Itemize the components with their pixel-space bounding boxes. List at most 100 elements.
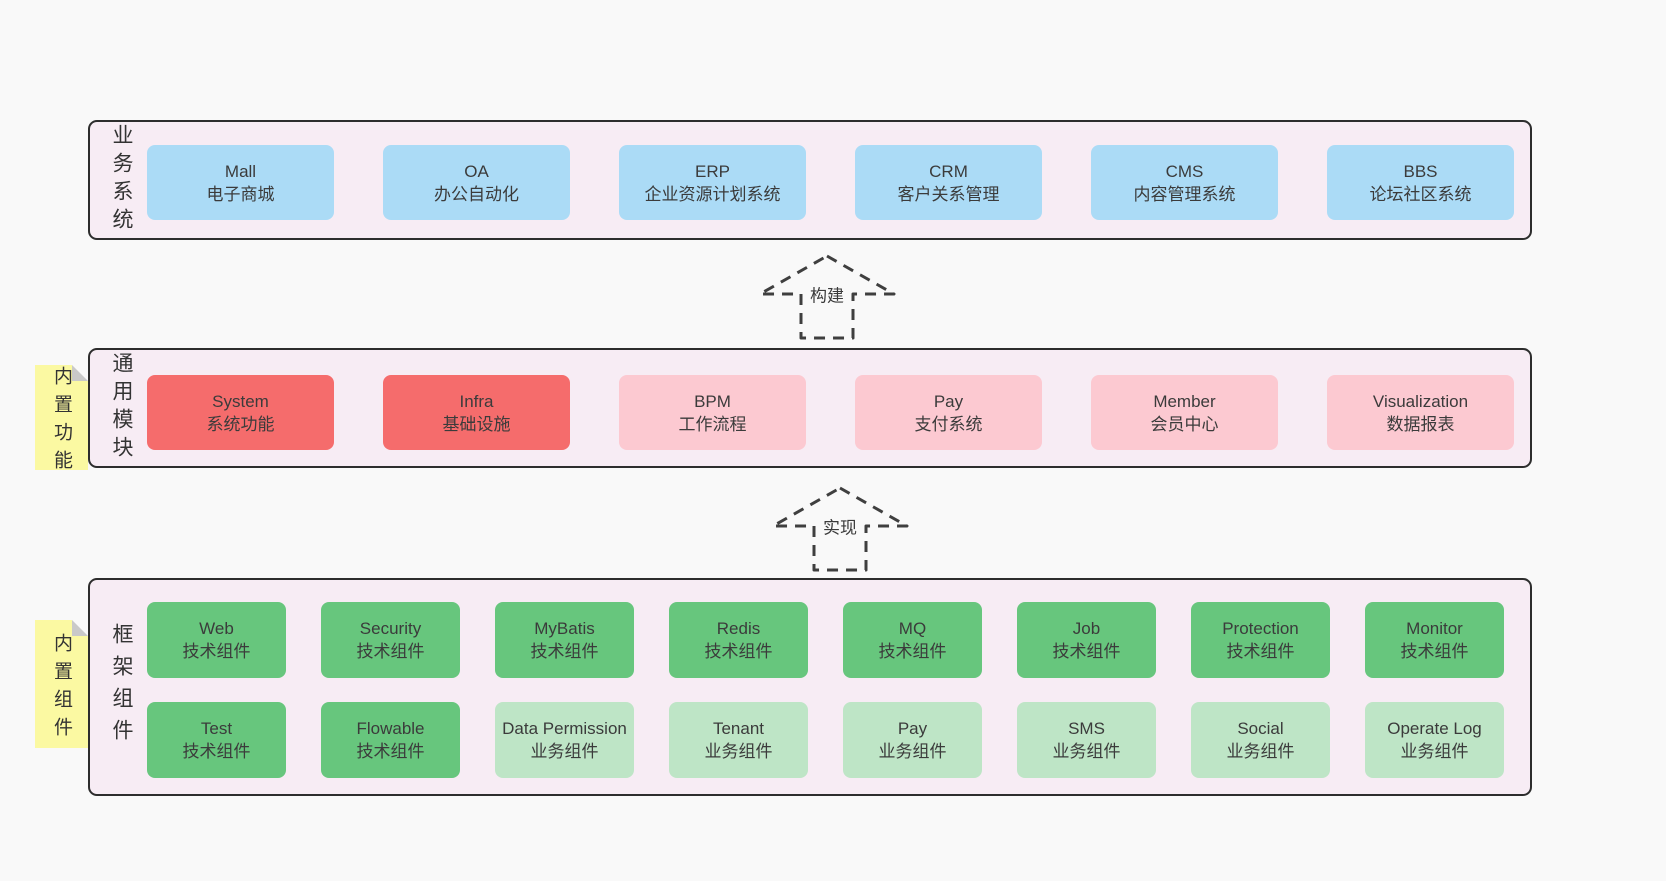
box-infra: Infra 基础设施 bbox=[383, 375, 570, 450]
box-cms: CMS 内容管理系统 bbox=[1091, 145, 1278, 220]
box-title: Protection bbox=[1222, 619, 1299, 638]
box-title: MyBatis bbox=[534, 619, 595, 638]
box-title: Web bbox=[199, 619, 234, 638]
panel-label-business-systems: 业务系统 bbox=[110, 124, 133, 236]
box-subtitle: 电子商城 bbox=[206, 184, 275, 204]
box-subtitle: 技术组件 bbox=[356, 642, 425, 661]
box-subtitle: 技术组件 bbox=[530, 642, 599, 661]
box-subtitle: 技术组件 bbox=[704, 642, 773, 661]
box-title: Tenant bbox=[712, 719, 765, 738]
box-title: SMS bbox=[1068, 719, 1105, 738]
box-title: Job bbox=[1072, 619, 1101, 638]
sticky-note-label: 内置功能 bbox=[51, 366, 72, 478]
box-title: Flowable bbox=[356, 719, 425, 738]
box-title: BBS bbox=[1403, 161, 1438, 181]
box-title: CRM bbox=[929, 161, 968, 181]
box-title: Member bbox=[1153, 391, 1216, 411]
framework-box-row-2: Test 技术组件 Flowable 技术组件 Data Permission … bbox=[147, 702, 1504, 778]
box-subtitle: 技术组件 bbox=[356, 742, 425, 761]
box-title: Mall bbox=[224, 161, 257, 181]
implement-arrow-label: 实现 bbox=[820, 512, 860, 540]
implement-arrow: 实现 bbox=[770, 485, 910, 573]
box-title: Test bbox=[200, 719, 233, 738]
sticky-note-built-in-components: 内置组件 bbox=[35, 620, 88, 748]
sticky-note-built-in-features: 内置功能 bbox=[35, 365, 88, 478]
framework-box-row-1: Web 技术组件 Security 技术组件 MyBatis 技术组件 Redi… bbox=[147, 602, 1504, 678]
box-subtitle: 技术组件 bbox=[1400, 642, 1469, 661]
panel-label-common-modules: 通用模块 bbox=[110, 352, 133, 464]
box-title: Visualization bbox=[1372, 391, 1469, 411]
box-subtitle: 业务组件 bbox=[1400, 742, 1469, 761]
box-sms: SMS 业务组件 bbox=[1017, 702, 1156, 778]
box-title: CMS bbox=[1165, 161, 1204, 181]
box-redis: Redis 技术组件 bbox=[669, 602, 808, 678]
box-title: OA bbox=[464, 161, 489, 181]
box-subtitle: 业务组件 bbox=[878, 742, 947, 761]
business-box-row: Mall 电子商城 OA 办公自动化 ERP 企业资源计划系统 CRM 客户关系… bbox=[147, 145, 1514, 220]
box-subtitle: 技术组件 bbox=[182, 742, 251, 761]
box-member: Member 会员中心 bbox=[1091, 375, 1278, 450]
box-subtitle: 支付系统 bbox=[914, 414, 983, 434]
modules-box-row: System 系统功能 Infra 基础设施 BPM 工作流程 Pay 支付系统… bbox=[147, 375, 1514, 450]
box-mall: Mall 电子商城 bbox=[147, 145, 334, 220]
box-subtitle: 基础设施 bbox=[442, 414, 511, 434]
build-arrow-label: 构建 bbox=[807, 280, 847, 308]
box-protection: Protection 技术组件 bbox=[1191, 602, 1330, 678]
box-subtitle: 业务组件 bbox=[1226, 742, 1295, 761]
box-title: Redis bbox=[716, 619, 761, 638]
box-subtitle: 办公自动化 bbox=[434, 184, 519, 204]
sticky-note-label: 内置组件 bbox=[51, 632, 72, 745]
box-subtitle: 业务组件 bbox=[704, 742, 773, 761]
box-title: Pay bbox=[933, 391, 964, 411]
box-title: Social bbox=[1237, 719, 1284, 738]
box-monitor: Monitor 技术组件 bbox=[1365, 602, 1504, 678]
box-flowable: Flowable 技术组件 bbox=[321, 702, 460, 778]
box-subtitle: 技术组件 bbox=[1052, 642, 1121, 661]
box-subtitle: 会员中心 bbox=[1150, 414, 1219, 434]
box-oa: OA 办公自动化 bbox=[383, 145, 570, 220]
box-erp: ERP 企业资源计划系统 bbox=[619, 145, 806, 220]
box-operate-log: Operate Log 业务组件 bbox=[1365, 702, 1504, 778]
panel-label-framework-components: 框架组件 bbox=[110, 623, 133, 751]
box-visualization: Visualization 数据报表 bbox=[1327, 375, 1514, 450]
box-subtitle: 技术组件 bbox=[182, 642, 251, 661]
box-subtitle: 内容管理系统 bbox=[1133, 184, 1236, 204]
box-subtitle: 论坛社区系统 bbox=[1369, 184, 1472, 204]
box-pay-component: Pay 业务组件 bbox=[843, 702, 982, 778]
box-bpm: BPM 工作流程 bbox=[619, 375, 806, 450]
panel-common-modules: 通用模块 System 系统功能 Infra 基础设施 BPM 工作流程 Pay… bbox=[88, 348, 1532, 468]
box-system: System 系统功能 bbox=[147, 375, 334, 450]
box-subtitle: 系统功能 bbox=[206, 414, 275, 434]
panel-business-systems: 业务系统 Mall 电子商城 OA 办公自动化 ERP 企业资源计划系统 CRM… bbox=[88, 120, 1532, 240]
build-arrow: 构建 bbox=[757, 253, 897, 341]
box-job: Job 技术组件 bbox=[1017, 602, 1156, 678]
box-subtitle: 数据报表 bbox=[1386, 414, 1455, 434]
box-subtitle: 客户关系管理 bbox=[897, 184, 1000, 204]
panel-framework-components: 框架组件 Web 技术组件 Security 技术组件 MyBatis 技术组件… bbox=[88, 578, 1532, 796]
box-test: Test 技术组件 bbox=[147, 702, 286, 778]
box-title: BPM bbox=[694, 391, 731, 411]
box-data-permission: Data Permission 业务组件 bbox=[495, 702, 634, 778]
box-title: Pay bbox=[897, 719, 928, 738]
box-subtitle: 业务组件 bbox=[1052, 742, 1121, 761]
box-crm: CRM 客户关系管理 bbox=[855, 145, 1042, 220]
box-tenant: Tenant 业务组件 bbox=[669, 702, 808, 778]
box-web: Web 技术组件 bbox=[147, 602, 286, 678]
box-subtitle: 企业资源计划系统 bbox=[644, 184, 781, 204]
box-security: Security 技术组件 bbox=[321, 602, 460, 678]
box-subtitle: 业务组件 bbox=[530, 742, 599, 761]
box-social: Social 业务组件 bbox=[1191, 702, 1330, 778]
box-title: Monitor bbox=[1406, 619, 1463, 638]
box-subtitle: 技术组件 bbox=[1226, 642, 1295, 661]
box-subtitle: 技术组件 bbox=[878, 642, 947, 661]
box-title: System bbox=[212, 391, 269, 411]
box-mybatis: MyBatis 技术组件 bbox=[495, 602, 634, 678]
box-title: MQ bbox=[898, 619, 927, 638]
box-bbs: BBS 论坛社区系统 bbox=[1327, 145, 1514, 220]
box-title: Data Permission bbox=[502, 719, 627, 738]
box-title: Infra bbox=[459, 391, 494, 411]
box-title: Operate Log bbox=[1387, 719, 1482, 738]
box-subtitle: 工作流程 bbox=[678, 414, 747, 434]
box-pay-system: Pay 支付系统 bbox=[855, 375, 1042, 450]
